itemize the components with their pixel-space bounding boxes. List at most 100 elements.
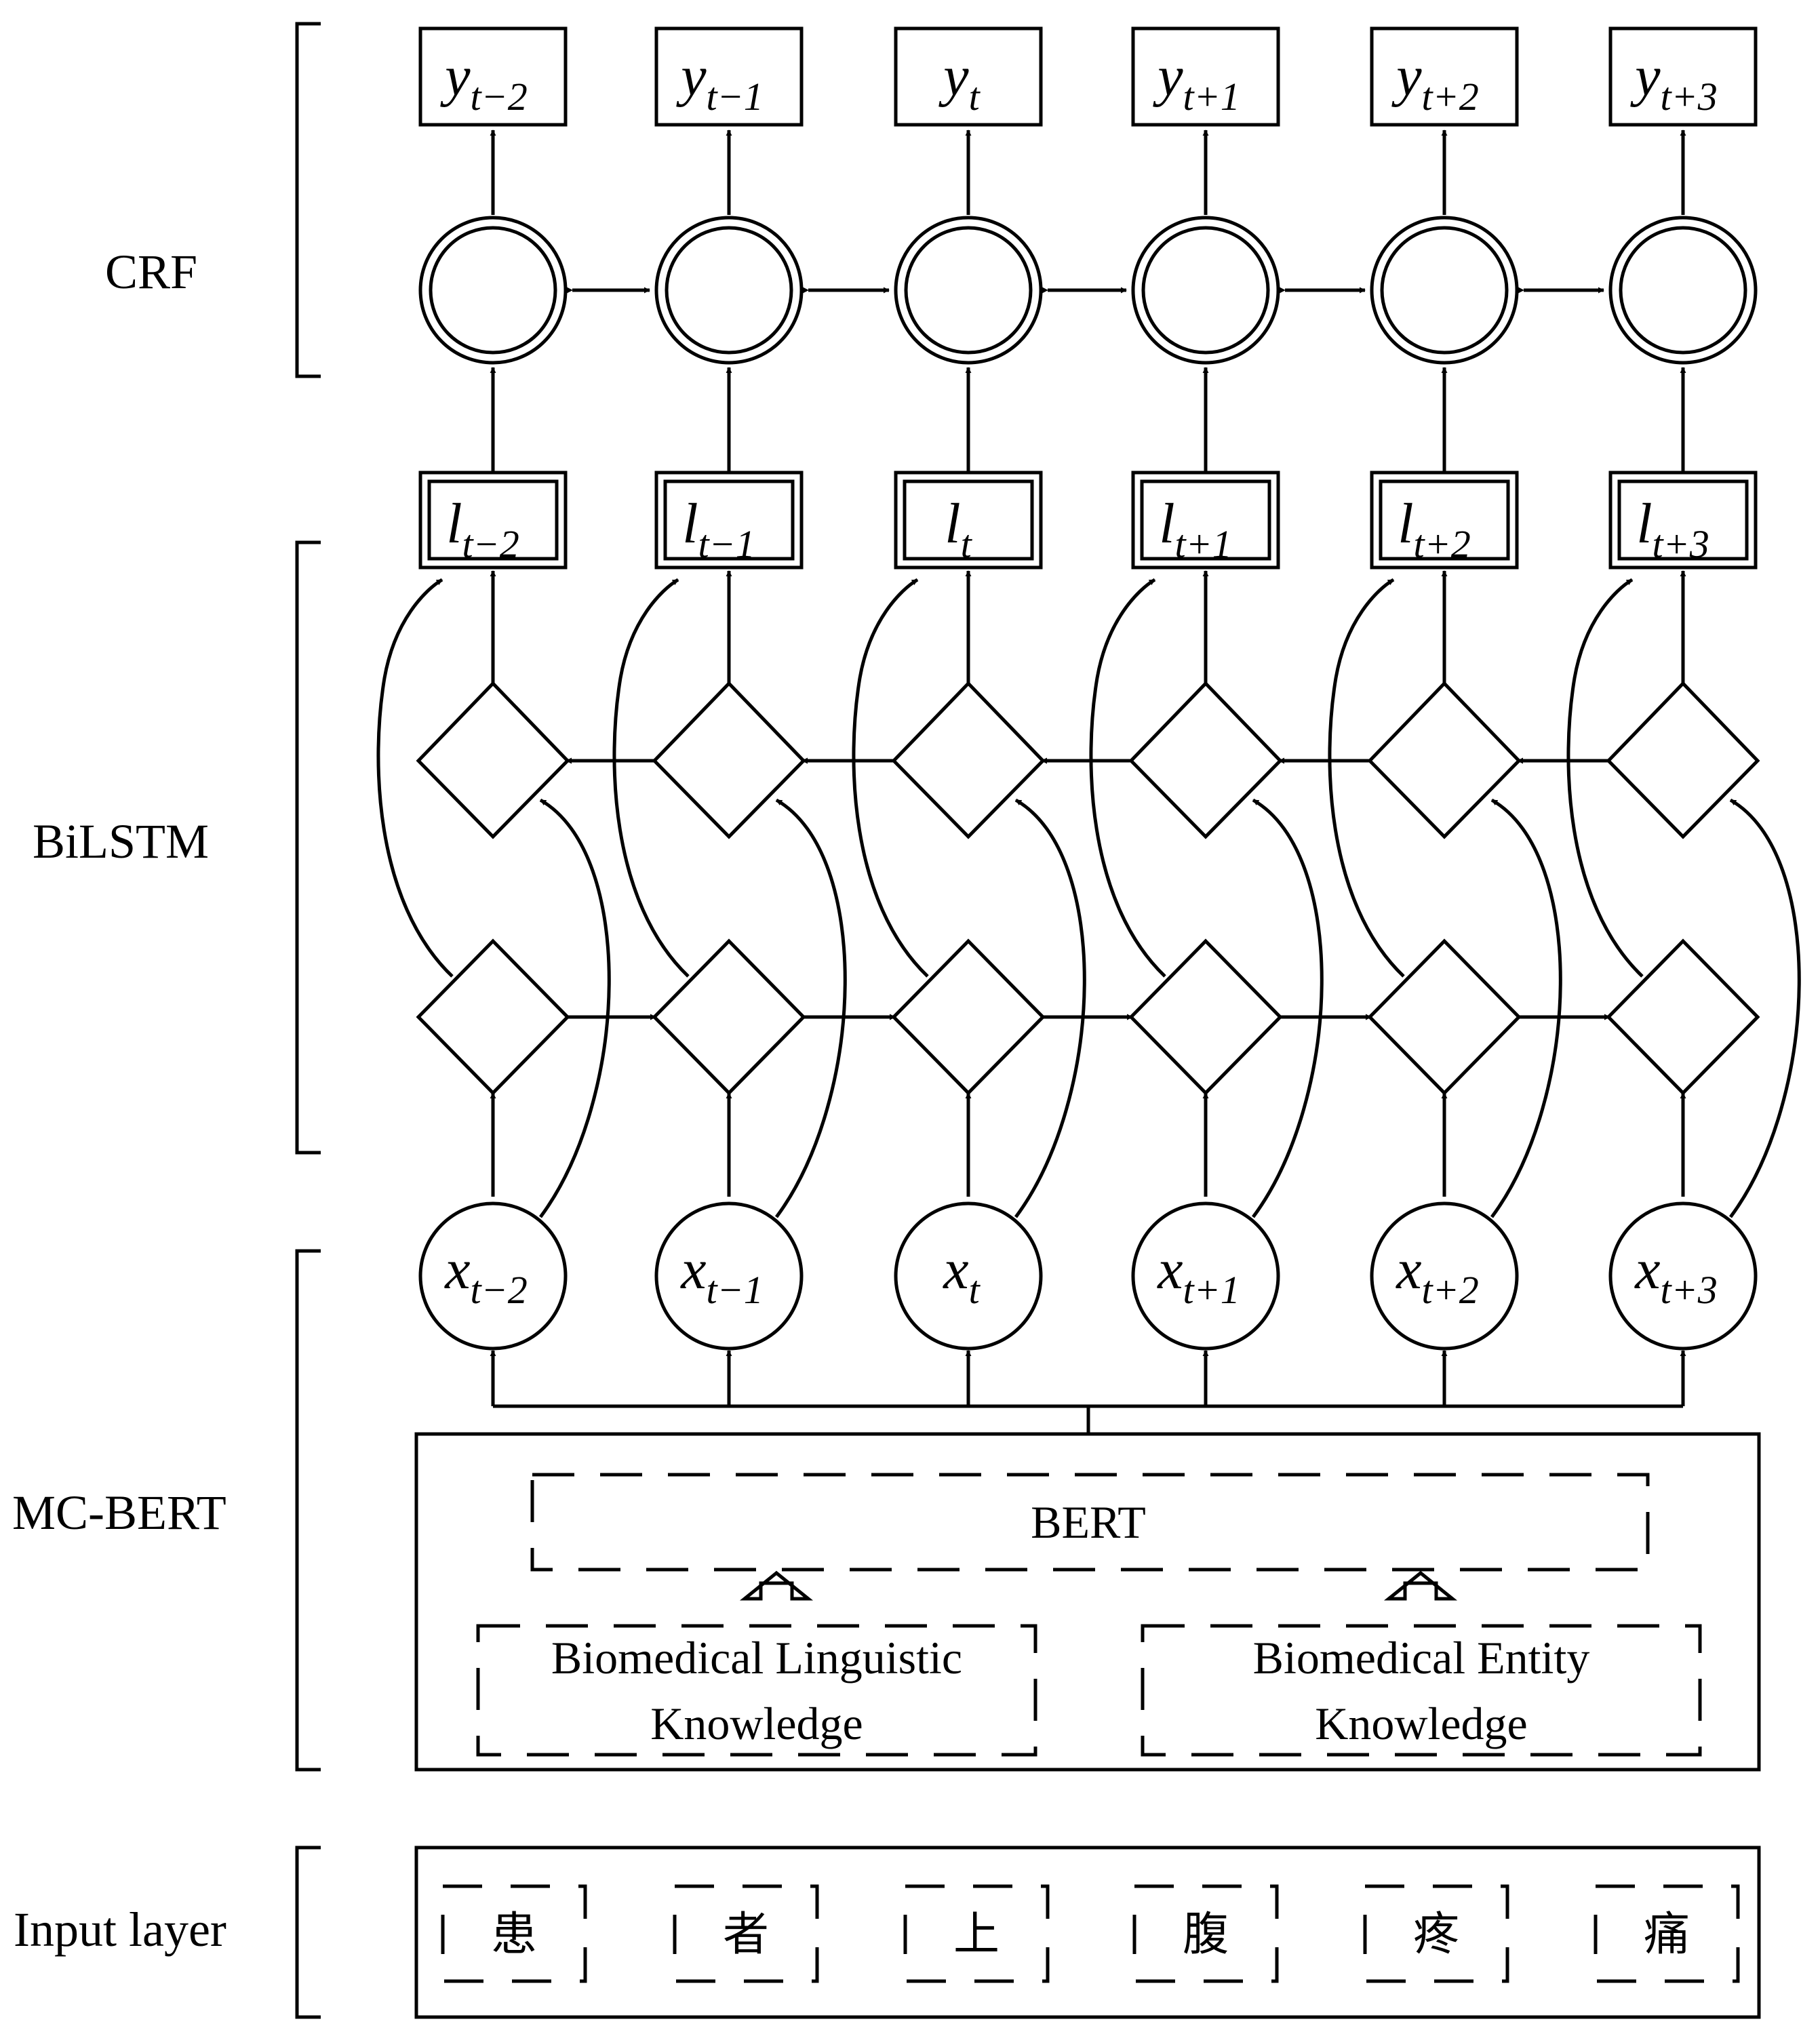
arrow-forward-lstm-to-logit: [1328, 578, 1405, 978]
arrow-forward-lstm-to-logit: [376, 578, 454, 978]
logit-label-4: lt+2: [1398, 492, 1471, 566]
backward-lstm-cell: [1606, 681, 1760, 839]
token-box: [1132, 1884, 1279, 1983]
output-label-box: [1131, 26, 1280, 127]
connections: [376, 130, 1801, 1434]
arrow-input-to-backward-lstm: [774, 798, 847, 1218]
arrow-forward-lstm-to-logit: [852, 578, 929, 978]
forward-lstm-cell: [416, 938, 570, 1096]
crf-layer-label: CRF: [105, 245, 197, 299]
bilstm-layer-label: BiLSTM: [33, 814, 209, 869]
input-embedding-label-1: xt−1: [679, 1238, 764, 1312]
forward-lstm-cell: [891, 938, 1046, 1096]
crf-bracket: [295, 22, 321, 378]
logit-box-inner: [903, 479, 1034, 561]
logit-label-2: lt: [945, 492, 972, 566]
layer-brackets: [295, 22, 321, 2019]
bert-output-bus: [493, 1404, 1683, 1434]
output-label-0: yt−2: [439, 45, 528, 119]
logit-box-inner: [1140, 479, 1271, 561]
input-embedding-node: [1608, 1201, 1758, 1351]
input-outer-box: [414, 1846, 1761, 2019]
logit-label-3: lt+1: [1159, 492, 1232, 566]
input-embedding-node: [894, 1201, 1043, 1351]
logit-label-1: lt−1: [682, 492, 755, 566]
input-embedding-label-5: xt+3: [1634, 1238, 1718, 1312]
crf-node-inner: [1380, 226, 1509, 355]
mcbert-bracket: [295, 1249, 321, 1772]
backward-lstm-cell: [652, 681, 806, 839]
crf-node-inner: [1619, 226, 1747, 355]
backward-lstm-cell: [891, 681, 1046, 839]
output-label-1: yt−1: [675, 45, 764, 119]
input-embedding-node: [654, 1201, 804, 1351]
arrow-input-to-backward-lstm: [1251, 798, 1324, 1218]
token-char: 患: [491, 1908, 537, 1961]
token-char: 上: [953, 1908, 1000, 1961]
output-label-box: [418, 26, 568, 127]
logit-box-inner: [663, 479, 795, 561]
arrow-input-to-backward-lstm: [1490, 798, 1562, 1218]
input-embedding-label-0: xt−2: [443, 1238, 528, 1312]
input-layer-block: 患者上腹疼痛: [414, 1846, 1761, 2019]
backward-lstm-cell: [1367, 681, 1522, 839]
crf-node-inner: [904, 226, 1033, 355]
arrow-input-to-backward-lstm: [1728, 798, 1801, 1218]
bert-core-box: [530, 1473, 1650, 1572]
input-embedding-node: [1370, 1201, 1519, 1351]
bilstm-bracket: [295, 540, 321, 1155]
output-label-box: [894, 26, 1043, 127]
token-box: [903, 1884, 1050, 1983]
output-label-box: [1608, 26, 1758, 127]
input-embedding-label-2: xt: [942, 1238, 981, 1312]
crf-node-inner: [1141, 226, 1270, 355]
token-boxes: 患者上腹疼痛: [441, 1884, 1740, 1983]
arrow-forward-lstm-to-logit: [1566, 578, 1644, 978]
arrow-forward-lstm-to-logit: [1089, 578, 1166, 978]
token-char: 疼: [1413, 1908, 1459, 1961]
token-char: 腹: [1183, 1908, 1229, 1961]
input-bracket: [295, 1846, 321, 2019]
output-label-4: yt+2: [1391, 45, 1479, 119]
backward-lstm-cell: [416, 681, 570, 839]
logit-box-inner: [1617, 479, 1749, 561]
arrow-input-to-backward-lstm: [1014, 798, 1086, 1218]
crf-node-inner: [429, 226, 557, 355]
linguistic-to-bert-arrow: [739, 1570, 814, 1601]
input-embedding-label-4: xt+2: [1395, 1238, 1479, 1312]
token-box: [673, 1884, 819, 1983]
entity-to-bert-arrow: [1383, 1570, 1458, 1601]
token-box: [1363, 1884, 1509, 1983]
mcbert-layer-label: MC-BERT: [12, 1486, 226, 1540]
forward-lstm-cell: [1367, 938, 1522, 1096]
linguistic-knowledge-line2: Knowledge: [650, 1698, 863, 1749]
token-char: 痛: [1644, 1908, 1690, 1961]
entity-knowledge-line2: Knowledge: [1315, 1698, 1527, 1749]
logit-label-0: lt−2: [446, 492, 519, 566]
nodes: yt−2 lt−2 xt−2 yt−1 lt−1 xt−1 yt lt xt yt+1 lt+1 xt…: [416, 26, 1760, 1351]
mcbert-block: BERT Biomedical Linguistic Knowledge Bio…: [414, 1432, 1761, 1772]
output-label-5: yt+3: [1629, 45, 1718, 119]
forward-lstm-cell: [1606, 938, 1760, 1096]
entity-knowledge-box: [1141, 1624, 1702, 1757]
output-label-box: [654, 26, 804, 127]
input-embedding-node: [1131, 1201, 1280, 1351]
token-box: [1594, 1884, 1740, 1983]
arrow-forward-lstm-to-logit: [612, 578, 690, 978]
arrow-input-to-backward-lstm: [538, 798, 611, 1218]
token-char: 者: [723, 1908, 769, 1961]
backward-lstm-cell: [1128, 681, 1283, 839]
entity-knowledge-line1: Biomedical Entity: [1253, 1632, 1590, 1684]
linguistic-knowledge-line1: Biomedical Linguistic: [551, 1632, 962, 1684]
token-box: [441, 1884, 587, 1983]
output-label-3: yt+1: [1152, 45, 1240, 119]
input-layer-label: Input layer: [14, 1902, 226, 1957]
input-embedding-label-3: xt+1: [1156, 1238, 1240, 1312]
mcbert-outer-box: [414, 1432, 1761, 1772]
output-label-box: [1370, 26, 1519, 127]
output-label-2: yt: [938, 45, 981, 119]
forward-lstm-cell: [1128, 938, 1283, 1096]
logit-box-inner: [1379, 479, 1510, 561]
logit-label-5: lt+3: [1636, 492, 1709, 566]
